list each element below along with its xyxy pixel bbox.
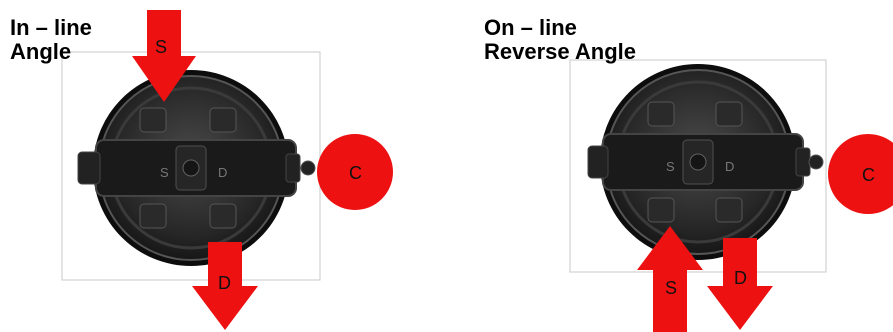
online-reverse-angle-diagram: S D S D C: [569, 59, 893, 332]
inline-angle-title: In – line Angle: [10, 16, 92, 64]
port-label-s: S: [666, 159, 675, 174]
arrow-s-down: S: [132, 10, 196, 102]
circle-c: C: [828, 134, 893, 214]
arrow-d-down: D: [192, 242, 258, 330]
arrow-d-down: D: [707, 238, 773, 330]
valve-housing: [77, 70, 316, 266]
port-label-d: D: [725, 159, 734, 174]
online-reverse-angle-title: On – line Reverse Angle: [484, 16, 636, 64]
title-line-1: In – line: [10, 15, 92, 40]
title-line-2: Reverse Angle: [484, 39, 637, 64]
inline-angle-panel: S D S D C In – line Angle: [0, 0, 440, 332]
port-label-s: S: [160, 165, 169, 180]
inline-angle-diagram: S D S D C: [61, 10, 393, 330]
circle-c-label: C: [862, 165, 875, 185]
image-frame: [569, 59, 827, 273]
online-reverse-angle-panel: S D S D C On – line Reverse Angle: [470, 0, 893, 332]
arrow-d-label: D: [734, 268, 747, 288]
arrow-s-up: S: [637, 226, 703, 332]
arrow-s-label: S: [665, 278, 677, 298]
arrow-s-label: S: [155, 37, 167, 57]
circle-c-label: C: [349, 163, 362, 183]
valve-housing: [587, 64, 824, 260]
title-line-2: Angle: [10, 39, 72, 64]
circle-c: C: [317, 134, 393, 210]
title-line-1: On – line: [484, 15, 577, 40]
port-label-d: D: [218, 165, 227, 180]
arrow-d-label: D: [218, 273, 231, 293]
